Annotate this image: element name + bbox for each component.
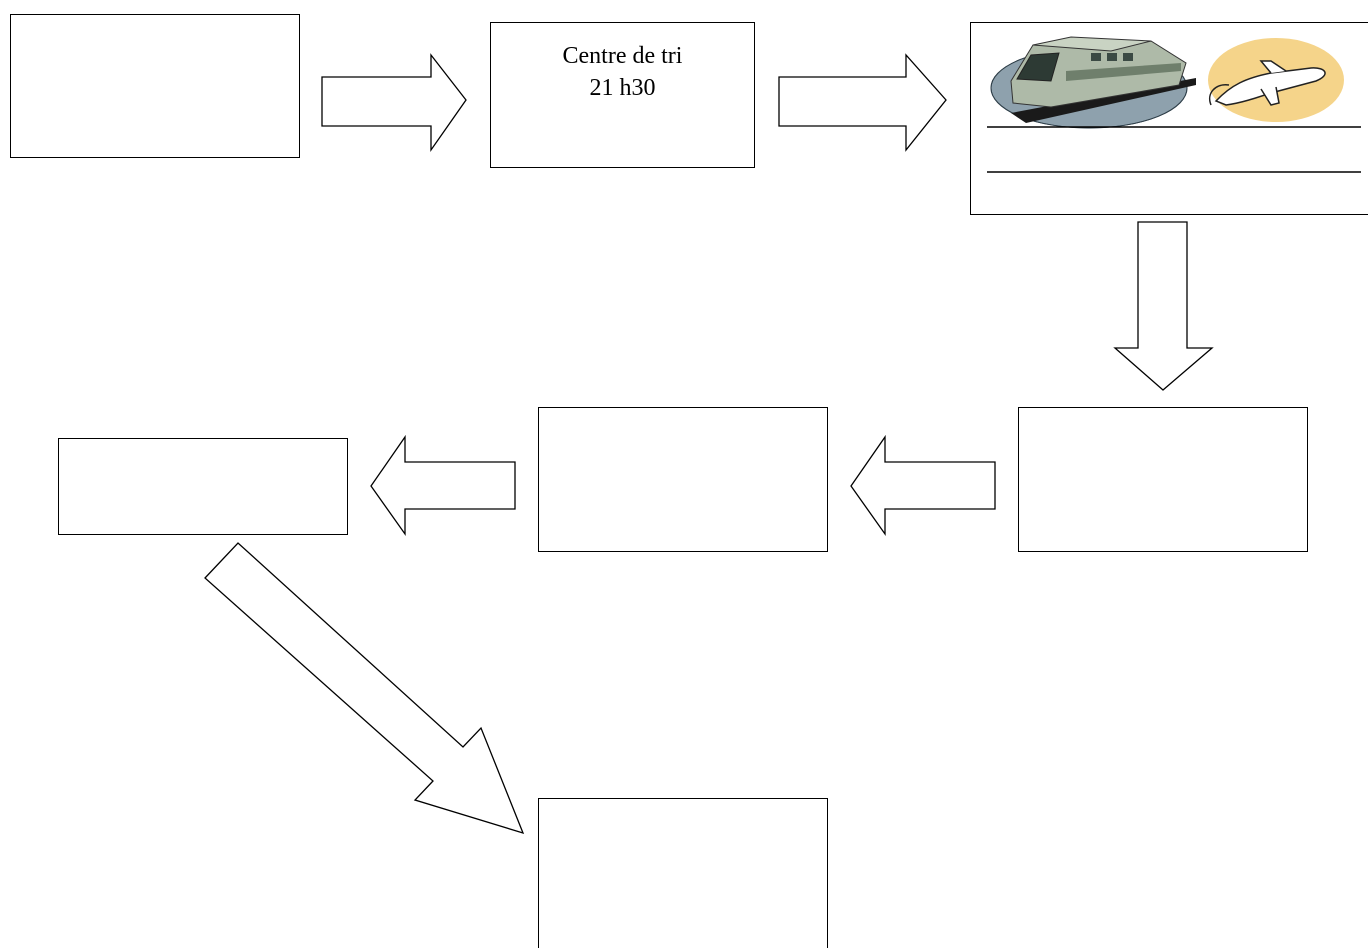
step-box-5 <box>538 407 828 552</box>
step-box-7 <box>538 798 828 948</box>
arrow-left-1 <box>850 434 996 537</box>
arrow-diagonal <box>204 542 525 835</box>
sorting-centre-label: Centre de tri <box>562 43 683 69</box>
arrow-left-2 <box>370 434 516 537</box>
arrow-down <box>1113 221 1214 391</box>
sorting-centre-time: 21 h30 <box>589 75 656 101</box>
step-box-transport <box>970 22 1368 215</box>
step-box-4 <box>1018 407 1308 552</box>
step-box-sorting-centre: Centre de tri 21 h30 <box>490 22 755 168</box>
arrow-right-1 <box>321 53 467 153</box>
step-box-1 <box>10 14 300 158</box>
step-box-6 <box>58 438 348 535</box>
train-and-airplane-clipart-icon <box>987 36 1361 173</box>
arrow-right-2 <box>778 53 947 152</box>
